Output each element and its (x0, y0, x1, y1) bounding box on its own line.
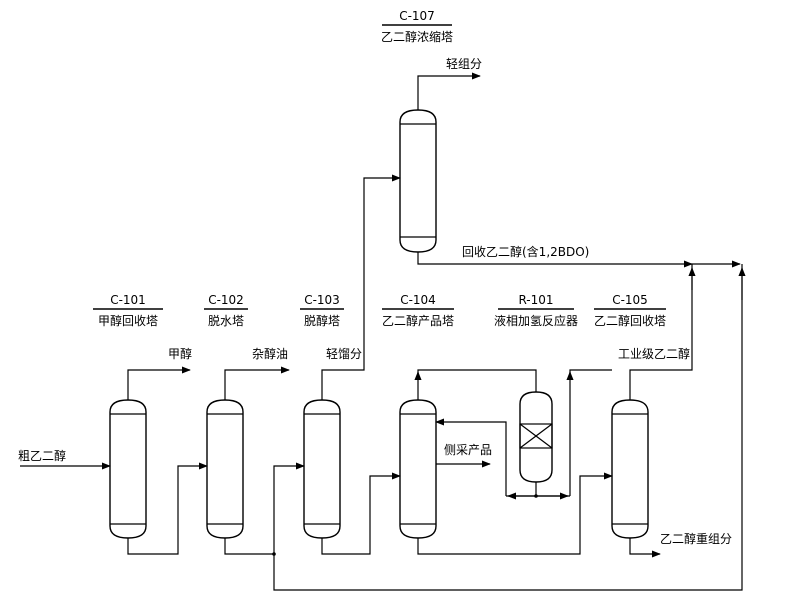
r101-name: 液相加氢反应器 (494, 313, 578, 328)
label-c107: C-107 乙二醇浓缩塔 (381, 9, 453, 44)
c101-name: 甲醇回收塔 (98, 313, 158, 328)
label-c105: C-105 乙二醇回收塔 (594, 293, 666, 328)
column-c105 (611, 399, 649, 539)
c104-tag: C-104 (400, 293, 436, 307)
stream-feed: 粗乙二醇 (18, 448, 66, 463)
c102-name: 脱水塔 (208, 313, 244, 328)
stream-industrial-eg: 工业级乙二醇 (618, 346, 690, 361)
stream-mixed-alcohol-oil: 杂醇油 (252, 346, 288, 361)
c107-tag: C-107 (399, 9, 435, 23)
column-c104 (399, 399, 437, 539)
stream-light-component: 轻组分 (446, 57, 482, 71)
column-c107 (399, 109, 437, 253)
c101-tag: C-101 (110, 293, 146, 307)
c103-name: 脱醇塔 (304, 313, 340, 328)
stream-recovered-eg: 回收乙二醇(含1,2BDO) (462, 244, 589, 259)
label-r101: R-101 液相加氢反应器 (494, 293, 578, 328)
label-c104: C-104 乙二醇产品塔 (382, 293, 454, 328)
piping (20, 72, 746, 591)
c107-name: 乙二醇浓缩塔 (381, 29, 453, 44)
stream-side-draw: 侧采产品 (444, 443, 492, 457)
c102-tag: C-102 (208, 293, 244, 307)
stream-light-distillate: 轻馏分 (326, 347, 362, 361)
label-c101: C-101 甲醇回收塔 (93, 293, 163, 328)
column-c102 (206, 399, 244, 539)
reactor-r101 (519, 391, 553, 483)
column-c103 (303, 399, 341, 539)
r101-tag: R-101 (518, 293, 553, 307)
c105-tag: C-105 (612, 293, 648, 307)
c104-name: 乙二醇产品塔 (382, 313, 454, 328)
label-c103: C-103 脱醇塔 (300, 293, 344, 328)
label-c102: C-102 脱水塔 (204, 293, 248, 328)
c103-tag: C-103 (304, 293, 340, 307)
column-c101 (109, 399, 147, 539)
c105-name: 乙二醇回收塔 (594, 313, 666, 328)
stream-eg-heavy: 乙二醇重组分 (660, 531, 732, 546)
stream-methanol: 甲醇 (168, 346, 192, 361)
